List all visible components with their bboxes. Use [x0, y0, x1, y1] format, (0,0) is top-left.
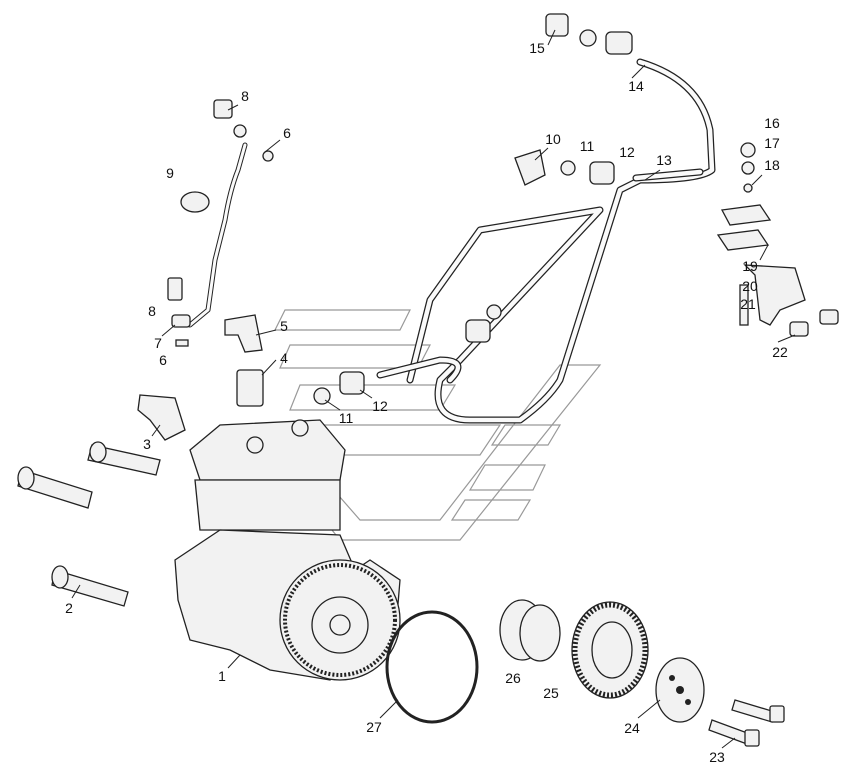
callout-9: 9	[166, 165, 174, 181]
callout-7: 7	[154, 335, 162, 351]
callout-13: 13	[656, 152, 672, 168]
callout-14: 14	[628, 78, 644, 94]
fittings	[137, 13, 839, 441]
callout-8b: 8	[148, 303, 156, 319]
callout-24: 24	[624, 720, 640, 736]
callout-19: 19	[742, 258, 758, 274]
bolts-2	[17, 441, 161, 607]
callout-27: 27	[366, 719, 382, 735]
callout-22: 22	[772, 344, 788, 360]
callout-3: 3	[143, 436, 151, 452]
callout-17: 17	[764, 135, 780, 151]
compressor-body	[174, 419, 401, 681]
callout-6b: 6	[159, 352, 167, 368]
callout-16: 16	[764, 115, 780, 131]
bolts-23	[708, 699, 785, 747]
callout-20: 20	[742, 278, 758, 294]
callout-23: 23	[709, 749, 725, 765]
callout-10: 10	[545, 131, 561, 147]
callout-18: 18	[764, 157, 780, 173]
callout-1: 1	[218, 668, 226, 684]
callout-12: 12	[619, 144, 635, 160]
callout-12b: 12	[372, 398, 388, 414]
o-ring-27	[385, 610, 479, 724]
callout-6: 6	[283, 125, 291, 141]
callout-4: 4	[280, 350, 288, 366]
callout-5: 5	[280, 318, 288, 334]
callout-25: 25	[543, 685, 559, 701]
pipe-14	[376, 58, 716, 424]
callout-11b: 11	[338, 410, 354, 426]
leader-lines	[71, 29, 796, 749]
plate-24	[655, 657, 705, 723]
gear-25	[571, 601, 649, 699]
callout-2: 2	[65, 600, 73, 616]
callout-8: 8	[241, 88, 249, 104]
callout-26: 26	[505, 670, 521, 686]
callout-11: 11	[579, 138, 595, 154]
pipe-small	[187, 142, 248, 328]
hub-26	[499, 599, 561, 662]
callout-21: 21	[740, 296, 756, 312]
callout-15: 15	[529, 40, 545, 56]
